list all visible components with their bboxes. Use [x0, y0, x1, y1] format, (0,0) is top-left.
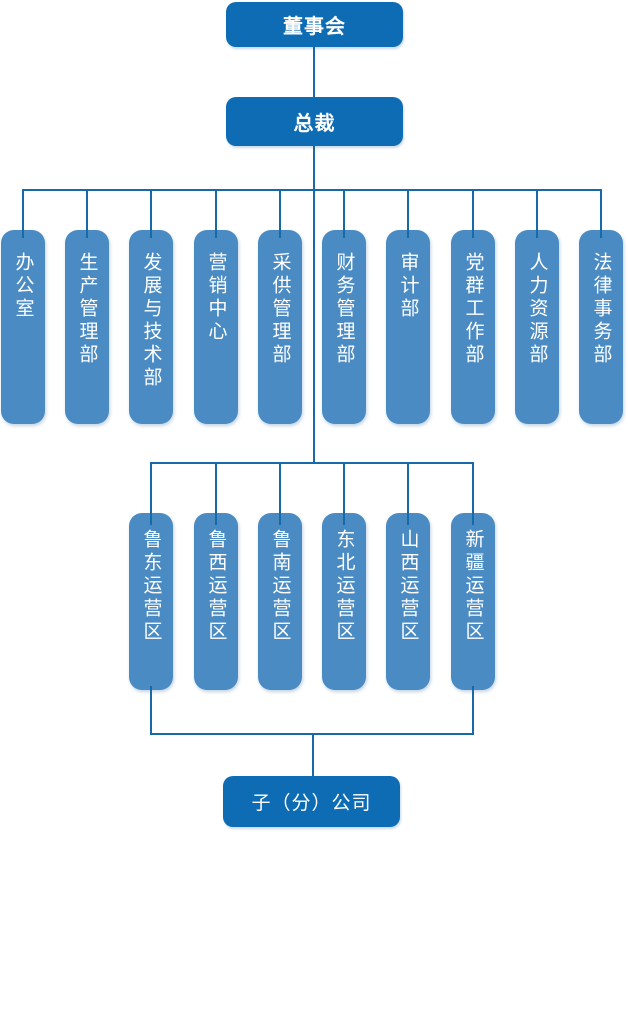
- dept-label: 营销中心: [205, 252, 227, 344]
- region-node: 鲁南运营区: [258, 513, 302, 690]
- connector-region-rail: [151, 462, 474, 464]
- region-node: 东北运营区: [322, 513, 366, 690]
- node-president: 总裁: [226, 97, 403, 146]
- dept-connector: [22, 189, 24, 238]
- region-connector: [215, 462, 217, 525]
- dept-node: 审计部: [386, 230, 430, 424]
- node-board-label: 董事会: [283, 16, 346, 38]
- dept-connector: [407, 189, 409, 238]
- region-label: 东北运营区: [333, 529, 355, 644]
- connector-dept-rail: [23, 189, 602, 191]
- dept-label: 法律事务部: [590, 252, 612, 367]
- region-connector: [279, 462, 281, 525]
- region-label: 鲁南运营区: [269, 529, 291, 644]
- node-board: 董事会: [226, 2, 403, 47]
- dept-node: 法律事务部: [579, 230, 623, 424]
- dept-node: 办公室: [1, 230, 45, 424]
- connector-region-down-left: [150, 686, 152, 735]
- region-node: 山西运营区: [386, 513, 430, 690]
- region-node: 鲁西运营区: [194, 513, 238, 690]
- connector-president-stem: [313, 146, 315, 464]
- dept-connector: [86, 189, 88, 238]
- dept-connector: [150, 189, 152, 238]
- region-connector: [150, 462, 152, 525]
- connector-subsidiary-stem: [312, 733, 314, 777]
- dept-connector: [279, 189, 281, 238]
- dept-label: 生产管理部: [76, 252, 98, 367]
- region-connector: [472, 462, 474, 525]
- dept-connector: [536, 189, 538, 238]
- dept-connector: [215, 189, 217, 238]
- node-subsidiary: 子（分）公司: [223, 776, 400, 827]
- dept-label: 党群工作部: [462, 252, 484, 367]
- region-connector: [343, 462, 345, 525]
- dept-node: 发展与技术部: [129, 230, 173, 424]
- node-subsidiary-label: 子（分）公司: [251, 793, 372, 814]
- dept-connector: [472, 189, 474, 238]
- dept-label: 财务管理部: [333, 252, 355, 367]
- dept-node: 营销中心: [194, 230, 238, 424]
- dept-connector: [600, 189, 602, 238]
- dept-label: 发展与技术部: [140, 252, 162, 390]
- dept-node: 人力资源部: [515, 230, 559, 424]
- region-node: 新疆运营区: [451, 513, 495, 690]
- region-connector: [407, 462, 409, 525]
- node-president-label: 总裁: [293, 113, 336, 135]
- dept-node: 采供管理部: [258, 230, 302, 424]
- region-node: 鲁东运营区: [129, 513, 173, 690]
- dept-node: 生产管理部: [65, 230, 109, 424]
- region-label: 鲁西运营区: [205, 529, 227, 644]
- connector-board-president: [313, 47, 315, 98]
- region-label: 山西运营区: [397, 529, 419, 644]
- dept-node: 财务管理部: [322, 230, 366, 424]
- region-label: 新疆运营区: [462, 529, 484, 644]
- dept-label: 人力资源部: [526, 252, 548, 367]
- dept-label: 审计部: [397, 252, 419, 321]
- connector-region-down-right: [472, 686, 474, 735]
- region-label: 鲁东运营区: [140, 529, 162, 644]
- dept-node: 党群工作部: [451, 230, 495, 424]
- dept-label: 办公室: [12, 252, 34, 321]
- dept-label: 采供管理部: [269, 252, 291, 367]
- dept-connector: [343, 189, 345, 238]
